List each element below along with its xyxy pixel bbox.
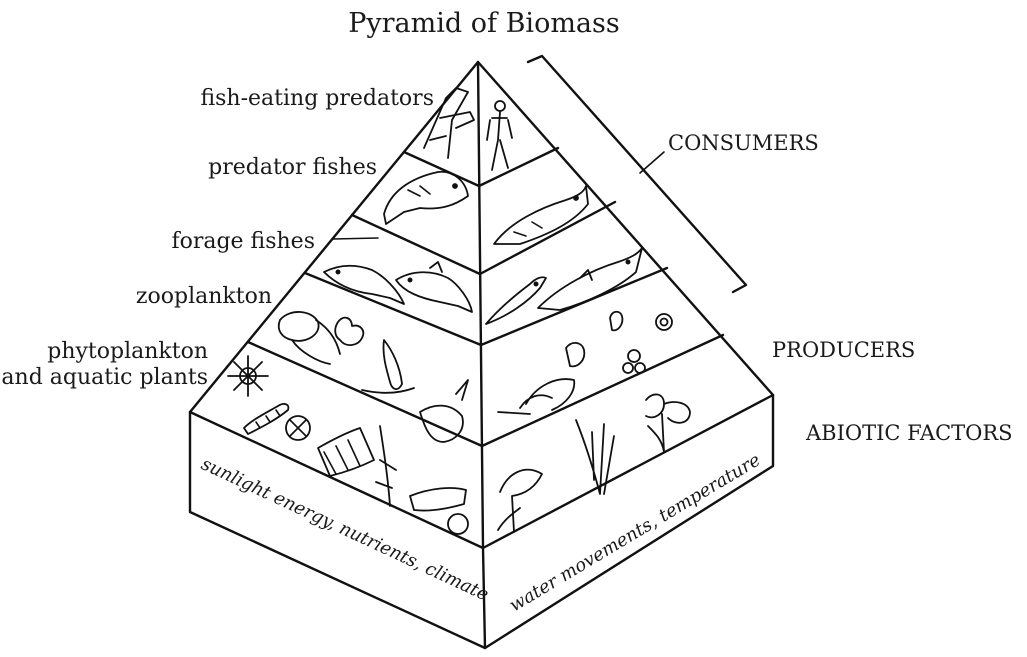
label-phytoplankton-line1: phytoplankton: [47, 339, 208, 364]
base-front-edge: [481, 546, 487, 650]
predator-fish-icon: [383, 170, 469, 225]
tier-lines-left: [246, 150, 484, 448]
label-forage-fishes: forage fishes: [171, 229, 315, 254]
shell-icon: [565, 310, 673, 374]
rotifer-icon: [334, 316, 365, 346]
pyramid-front-edge: [476, 60, 485, 550]
label-abiotic-factors: ABIOTIC FACTORS: [805, 421, 1013, 445]
tier-line-right-2: [478, 200, 617, 276]
predator-fish-icon: [493, 185, 589, 245]
tier-line-right-4: [480, 333, 725, 448]
tier-line-left-2: [350, 213, 482, 276]
base-rim-right: [481, 393, 775, 550]
tier-line-left-1: [402, 150, 481, 188]
forage-fish-icon: [485, 276, 547, 325]
larva-icon: [419, 379, 469, 443]
level-labels: fish-eating predators predator fishes fo…: [1, 86, 434, 390]
aquatic-plant-icon: [317, 425, 397, 507]
label-producers: PRODUCERS: [772, 338, 915, 362]
forage-fishes-leader-line: [332, 237, 379, 240]
label-consumers: CONSUMERS: [668, 131, 819, 155]
group-labels: CONSUMERS PRODUCERS ABIOTIC FACTORS: [526, 54, 1013, 445]
base-right-text: water movements, temperature: [506, 450, 764, 617]
page-title: Pyramid of Biomass: [348, 8, 620, 39]
label-phytoplankton-line2: and aquatic plants: [1, 365, 208, 390]
forage-fish-icon: [537, 247, 643, 311]
consumers-bracket: [526, 54, 748, 294]
tier-line-left-3: [303, 271, 483, 347]
human-icon: [486, 100, 513, 171]
diatom-icon: [227, 355, 269, 397]
label-zooplankton: zooplankton: [136, 284, 272, 309]
bird-icon: [423, 87, 475, 159]
algae-chain-icon: [243, 403, 311, 441]
forage-fish-icon: [323, 264, 405, 305]
copepod-icon: [277, 311, 341, 365]
consumers-leader: [639, 151, 665, 174]
label-predator-fishes: predator fishes: [208, 155, 377, 180]
tier-line-right-1: [477, 146, 560, 188]
pyramid-outline: [188, 60, 775, 650]
daphnia-icon: [361, 339, 415, 394]
water-lily-icon: [409, 378, 691, 535]
base-rim-left: [188, 410, 485, 550]
forage-fish-icon: [395, 261, 473, 313]
tier-line-left-4: [246, 340, 484, 448]
label-fish-eating-predators: fish-eating predators: [200, 86, 434, 111]
